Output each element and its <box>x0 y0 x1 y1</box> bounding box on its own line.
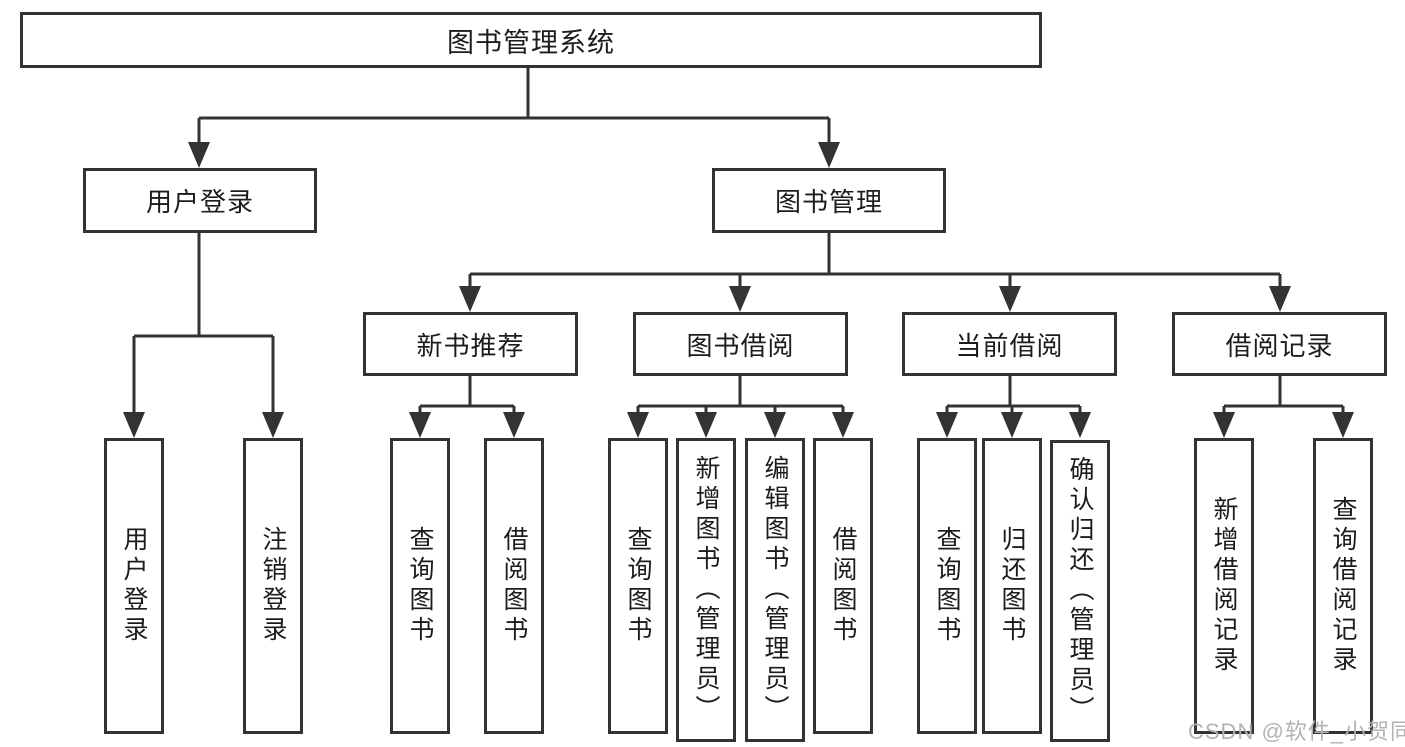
node-new-book-recommend: 新书推荐 <box>363 312 578 376</box>
leaf-query-books-current: 查询图书 <box>917 438 977 734</box>
node-label: 查询借阅记录 <box>1329 496 1357 676</box>
leaf-borrow-books-recommend: 借阅图书 <box>484 438 544 734</box>
node-label: 用户登录 <box>145 187 254 217</box>
node-label: 编辑图书（管理员） <box>761 455 789 725</box>
node-borrowing-records: 借阅记录 <box>1172 312 1387 376</box>
node-label: 图书管理系统 <box>447 27 615 58</box>
node-label: 借阅记录 <box>1225 330 1334 361</box>
connector-user-login-children <box>123 233 284 438</box>
leaf-query-books-borrowing: 查询图书 <box>608 438 668 734</box>
connector-book-management-children <box>459 233 1291 312</box>
node-label: 确认归还（管理员） <box>1066 456 1094 726</box>
node-book-borrowing: 图书借阅 <box>633 312 848 376</box>
node-label: 图书管理 <box>774 187 883 217</box>
node-label: 当前借阅 <box>955 330 1064 361</box>
leaf-query-books-recommend: 查询图书 <box>390 438 450 734</box>
node-label: 借阅图书 <box>829 526 857 646</box>
connector-book-borrowing-children <box>627 376 854 438</box>
leaf-borrow-books: 借阅图书 <box>813 438 873 734</box>
leaf-add-books-admin: 新增图书（管理员） <box>676 438 736 742</box>
connector-current-borrowing-children <box>936 376 1091 438</box>
leaf-add-borrow-record: 新增借阅记录 <box>1194 438 1254 734</box>
node-label: 查询图书 <box>933 526 961 646</box>
connector-new-book-recommend-children <box>409 376 525 438</box>
node-label: 图书借阅 <box>686 330 795 361</box>
leaf-user-login: 用户登录 <box>104 438 164 734</box>
node-user-login: 用户登录 <box>83 168 317 233</box>
node-label: 新增图书（管理员） <box>692 455 720 725</box>
leaf-edit-books-admin: 编辑图书（管理员） <box>745 438 805 742</box>
leaf-logout: 注销登录 <box>243 438 303 734</box>
node-label: 新增借阅记录 <box>1210 496 1238 676</box>
leaf-return-books: 归还图书 <box>982 438 1042 734</box>
node-label: 新书推荐 <box>416 330 525 361</box>
connector-borrowing-records-children <box>1213 376 1354 438</box>
node-label: 借阅图书 <box>500 526 528 646</box>
node-label: 注销登录 <box>259 526 287 646</box>
leaf-confirm-return-admin: 确认归还（管理员） <box>1050 440 1110 742</box>
node-book-management: 图书管理 <box>712 168 946 233</box>
connector-root-to-level2 <box>188 68 840 168</box>
node-label: 查询图书 <box>406 526 434 646</box>
node-label: 归还图书 <box>998 526 1026 646</box>
watermark-csdn: CSDN @软件_小贺同学 <box>1188 719 1405 744</box>
node-current-borrowing: 当前借阅 <box>902 312 1117 376</box>
node-label: 用户登录 <box>120 526 148 646</box>
leaf-query-borrow-record: 查询借阅记录 <box>1313 438 1373 734</box>
node-label: 查询图书 <box>624 526 652 646</box>
node-library-management-system: 图书管理系统 <box>20 12 1042 68</box>
